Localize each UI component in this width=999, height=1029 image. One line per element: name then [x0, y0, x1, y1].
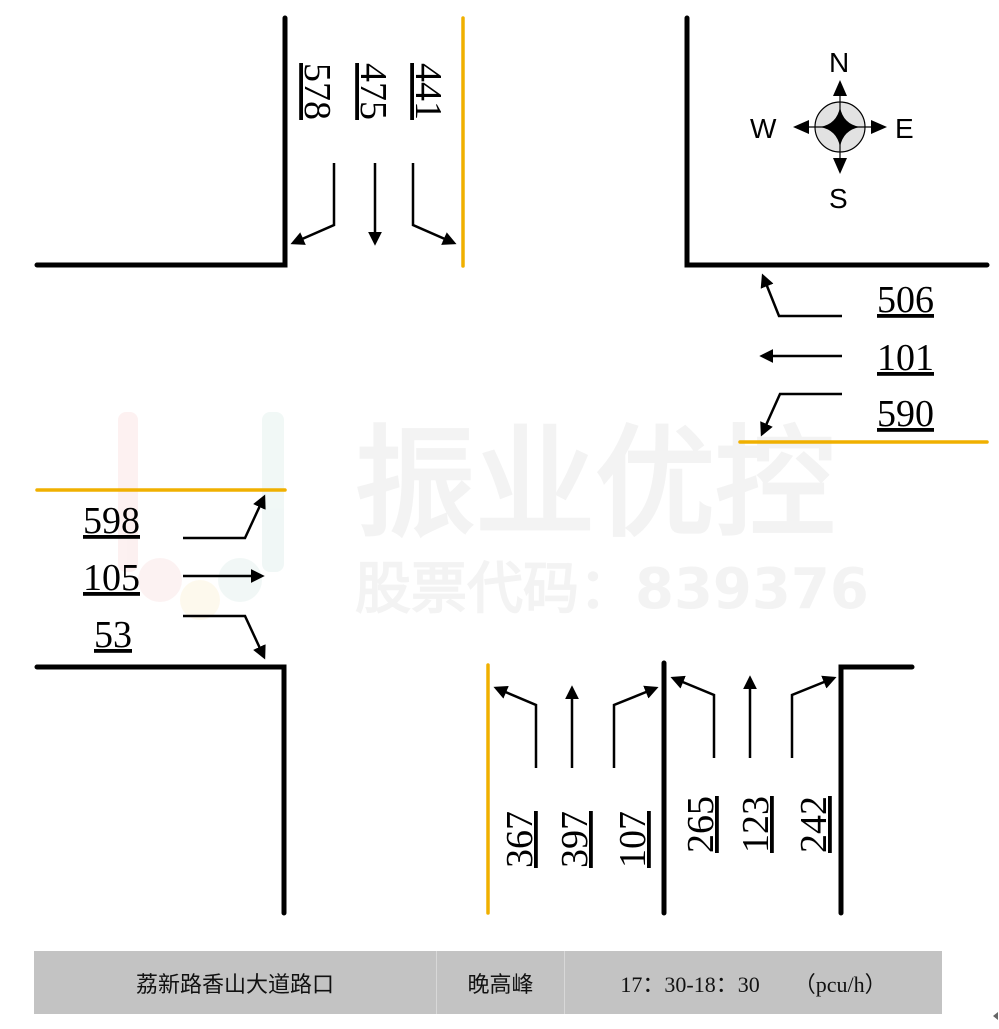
- compass-west-label: W: [750, 113, 777, 144]
- arrow-left-turn-icon: [670, 675, 716, 758]
- volume-east-left: 590: [877, 393, 934, 435]
- watermark-company: 振业优控: [355, 415, 835, 554]
- volume-south-outer-right: 242: [793, 796, 835, 853]
- time-range: 17：30-18：30: [620, 971, 760, 997]
- arrow-right-turn-icon: [760, 273, 842, 318]
- watermark-stock-code: 股票代码：839376: [355, 557, 869, 622]
- scroll-marker-icon: [993, 1012, 998, 1020]
- arrow-right-turn-icon: [290, 163, 336, 245]
- arrow-right-turn-icon: [183, 614, 266, 660]
- curb-southeast: [838, 664, 915, 916]
- volume-west-right: 53: [94, 614, 132, 656]
- volume-south-outer-through: 123: [735, 796, 777, 853]
- approach-west: 598 105 53: [83, 494, 266, 660]
- compass-icon: N S E W: [750, 47, 914, 214]
- approach-south-inner: 367 397 107: [493, 685, 659, 868]
- arrow-left-turn-icon: [493, 685, 538, 768]
- arrow-right-turn-icon: [790, 675, 837, 758]
- volume-south-inner-left: 367: [499, 811, 541, 868]
- arrow-left-turn-icon: [183, 494, 266, 540]
- center-lines: [35, 16, 989, 915]
- volume-north-right: 578: [296, 63, 338, 120]
- arrow-left-turn-icon: [411, 163, 457, 245]
- arrow-left-turn-icon: [760, 392, 842, 437]
- volume-east-through: 101: [877, 337, 934, 379]
- watermark: 振业优控 股票代码：839376: [118, 412, 869, 622]
- compass-south-label: S: [829, 183, 848, 214]
- volume-south-outer-left: 265: [680, 796, 722, 853]
- volume-north-through: 475: [352, 63, 394, 120]
- volume-east-right: 506: [877, 279, 934, 321]
- volume-north-left: 441: [407, 63, 449, 120]
- info-table: 荔新路香山大道路口 晚高峰 17：30-18：30 （pcu/h）: [34, 951, 942, 1014]
- unit-label: （pcu/h）: [793, 971, 887, 997]
- curb-northeast: [684, 15, 990, 268]
- watermark-logo: [118, 412, 284, 620]
- volume-south-inner-through: 397: [554, 811, 596, 868]
- intersection-name: 荔新路香山大道路口: [34, 951, 437, 1014]
- approach-east: 506 101 590: [759, 273, 934, 437]
- volume-south-inner-right: 107: [612, 811, 654, 868]
- time-and-unit: 17：30-18：30 （pcu/h）: [565, 951, 942, 1014]
- compass-east-label: E: [895, 113, 914, 144]
- arrow-right-turn-icon: [612, 685, 659, 768]
- approach-south-outer: 265 123 242: [670, 675, 837, 853]
- volume-west-through: 105: [83, 557, 140, 599]
- curb-northwest: [34, 15, 288, 268]
- approach-north: 578 475 441: [290, 63, 457, 246]
- curb-lines: [34, 15, 990, 916]
- volume-west-left: 598: [83, 500, 140, 542]
- compass-north-label: N: [829, 47, 849, 78]
- curb-southwest: [34, 664, 287, 916]
- period-label: 晚高峰: [437, 951, 565, 1014]
